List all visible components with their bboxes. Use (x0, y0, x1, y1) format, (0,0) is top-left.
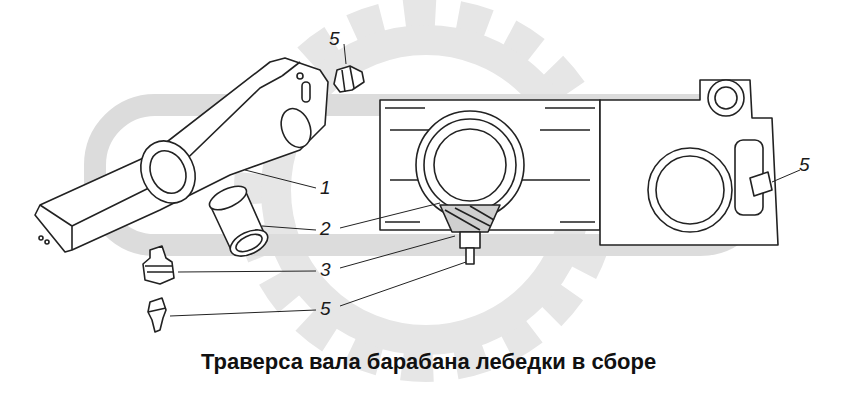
callout-number: 5 (327, 28, 342, 49)
callout-number: 2 (318, 218, 333, 239)
leader-lines (170, 44, 800, 316)
callout-number: 5 (318, 298, 333, 319)
callout-number: 1 (318, 177, 333, 198)
adapter-fitting (143, 246, 174, 284)
caption: Траверса вала барабана лебедки в сборе (201, 350, 656, 374)
callout-number: 3 (318, 259, 333, 280)
callout-number: 5 (797, 154, 812, 175)
traverse-block (600, 80, 778, 245)
bushing (206, 181, 272, 261)
section-view (380, 100, 600, 264)
grease-nipple (148, 66, 364, 332)
traverse-arm (35, 58, 328, 252)
